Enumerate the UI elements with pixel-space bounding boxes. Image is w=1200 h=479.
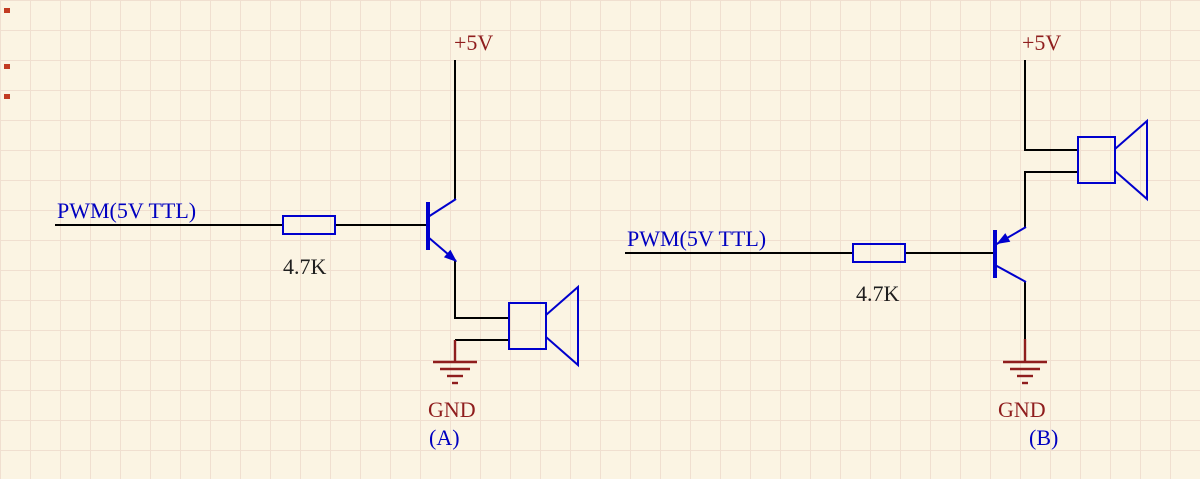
emitter-arrow-icon-a bbox=[443, 249, 457, 262]
wires-a bbox=[55, 60, 509, 361]
speaker-cone-b bbox=[1114, 118, 1148, 202]
input-label-a: PWM(5V TTL) bbox=[57, 198, 196, 223]
wire-5v-b bbox=[1024, 60, 1078, 151]
transistor-collector-a bbox=[427, 198, 457, 218]
input-label-b: PWM(5V TTL) bbox=[627, 226, 766, 251]
circuit-a: +5V PWM(5V TTL) 4.7K GND (A) bbox=[55, 30, 579, 450]
transistor-symbol-a bbox=[426, 198, 457, 262]
grid-mark bbox=[4, 8, 10, 13]
ground-symbol-b bbox=[1003, 360, 1047, 385]
wire-emitter-a bbox=[454, 261, 509, 319]
resistor-value-a: 4.7K bbox=[283, 254, 327, 279]
ground-label-b: GND bbox=[998, 397, 1046, 422]
transistor-symbol-b bbox=[993, 226, 1027, 283]
edge-marks bbox=[4, 8, 10, 99]
power-label-b: +5V bbox=[1022, 30, 1061, 55]
wires-b bbox=[625, 60, 1078, 361]
caption-a: (A) bbox=[429, 425, 460, 450]
resistor-symbol-b bbox=[852, 243, 906, 263]
circuit-b: +5V PWM(5V TTL) 4.7K GND (B) bbox=[625, 30, 1148, 450]
power-label-a: +5V bbox=[454, 30, 493, 55]
ground-symbol-a bbox=[433, 360, 477, 385]
speaker-symbol-a bbox=[508, 284, 579, 368]
speaker-body-b bbox=[1077, 136, 1116, 184]
grid-mark bbox=[4, 94, 10, 99]
resistor-symbol-a bbox=[282, 215, 336, 235]
speaker-symbol-b bbox=[1077, 118, 1148, 202]
speaker-body-a bbox=[508, 302, 547, 350]
ground-label-a: GND bbox=[428, 397, 476, 422]
caption-b: (B) bbox=[1029, 425, 1058, 450]
emitter-arrow-icon-b bbox=[996, 233, 1011, 244]
resistor-value-b: 4.7K bbox=[856, 281, 900, 306]
transistor-emitter-b bbox=[994, 264, 1027, 283]
speaker-cone-a bbox=[545, 284, 579, 368]
grid-mark bbox=[4, 64, 10, 69]
wire-collector-b bbox=[1024, 171, 1078, 227]
